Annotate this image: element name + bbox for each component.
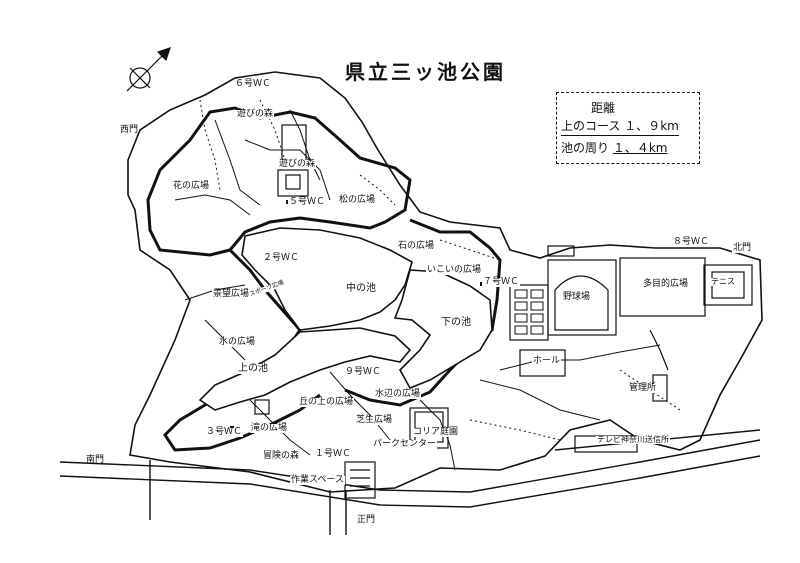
gate-west: 西門: [120, 125, 139, 135]
wc-9: ９号ＷＣ: [344, 367, 383, 377]
gate-south: 南門: [86, 455, 105, 465]
wc-1: １号ＷＣ: [314, 449, 353, 459]
upper-course-value: １、９km: [624, 119, 679, 133]
map-title: 県立三ッ池公園: [345, 60, 506, 84]
area-play-forest: 遊びの森: [278, 159, 317, 169]
area-hall: ホール: [532, 356, 562, 366]
area-lower-plaza: 石の広場: [397, 241, 436, 251]
wc-3: ３号ＷＣ: [205, 427, 244, 437]
around-pond-label: 池の周り: [561, 141, 610, 155]
area-water-plaza: 水の広場: [218, 337, 257, 347]
area-work-space: 作業スペース: [290, 475, 345, 485]
area-tennis: テニス: [710, 277, 736, 286]
area-management-office: 管理所: [628, 383, 658, 393]
upper-course-row: 上のコース １、９km: [561, 117, 679, 136]
wc-7: ７号ＷＣ: [482, 277, 521, 287]
area-korea-garden: コリア庭園: [412, 427, 460, 437]
wc-6: ６号ＷＣ: [234, 79, 273, 89]
wc-5: ５号ＷＣ: [288, 197, 327, 207]
area-play-forest-top: 遊びの森: [236, 109, 275, 119]
upper-course-path: [146, 106, 412, 257]
sports-facilities: [509, 245, 753, 377]
upper-pond: [198, 327, 412, 411]
around-pond-value: １、４km: [612, 141, 668, 155]
area-tv-station: テレビ神奈川送信所: [596, 435, 670, 444]
area-park-center: パークセンター: [372, 439, 438, 449]
middle-pond: [241, 227, 413, 331]
area-flower-plaza: 花の広場: [172, 181, 211, 191]
middle-pond-label: 中の池: [345, 283, 377, 294]
upper-course-label: 上のコース: [561, 119, 621, 133]
area-waterfall-plaza: 滝の広場: [250, 423, 289, 433]
area-pine-plaza: 松の広場: [338, 195, 377, 205]
upper-pond-label: 上の池: [237, 363, 269, 374]
wc-8: ８号ＷＣ: [672, 237, 711, 247]
area-lawn-plaza: 芝生広場: [355, 415, 394, 425]
area-adventure-forest: 冒険の森: [262, 451, 301, 461]
area-view-plaza: 景望広場: [212, 289, 251, 299]
distance-heading: 距離: [591, 101, 616, 115]
lower-pond: [393, 269, 493, 390]
area-hill-plaza: 丘の上の広場: [298, 397, 355, 407]
lower-pond-label: 下の池: [440, 317, 472, 328]
area-ikoi-plaza: いこいの広場: [426, 265, 483, 275]
gate-north: 北門: [732, 243, 753, 253]
gate-main: 正門: [356, 515, 377, 525]
compass-icon: [126, 47, 171, 92]
area-baseball: 野球場: [562, 292, 592, 302]
park-boundary: [127, 71, 763, 493]
wc-2: ２号ＷＣ: [262, 253, 301, 263]
area-waterside-plaza: 水辺の広場: [374, 389, 422, 399]
distance-box: 距離 上のコース １、９km 池の周り １、４km: [556, 92, 700, 164]
around-pond-row: 池の周り １、４km: [561, 139, 667, 156]
area-multipurpose: 多目的広場: [642, 279, 690, 289]
